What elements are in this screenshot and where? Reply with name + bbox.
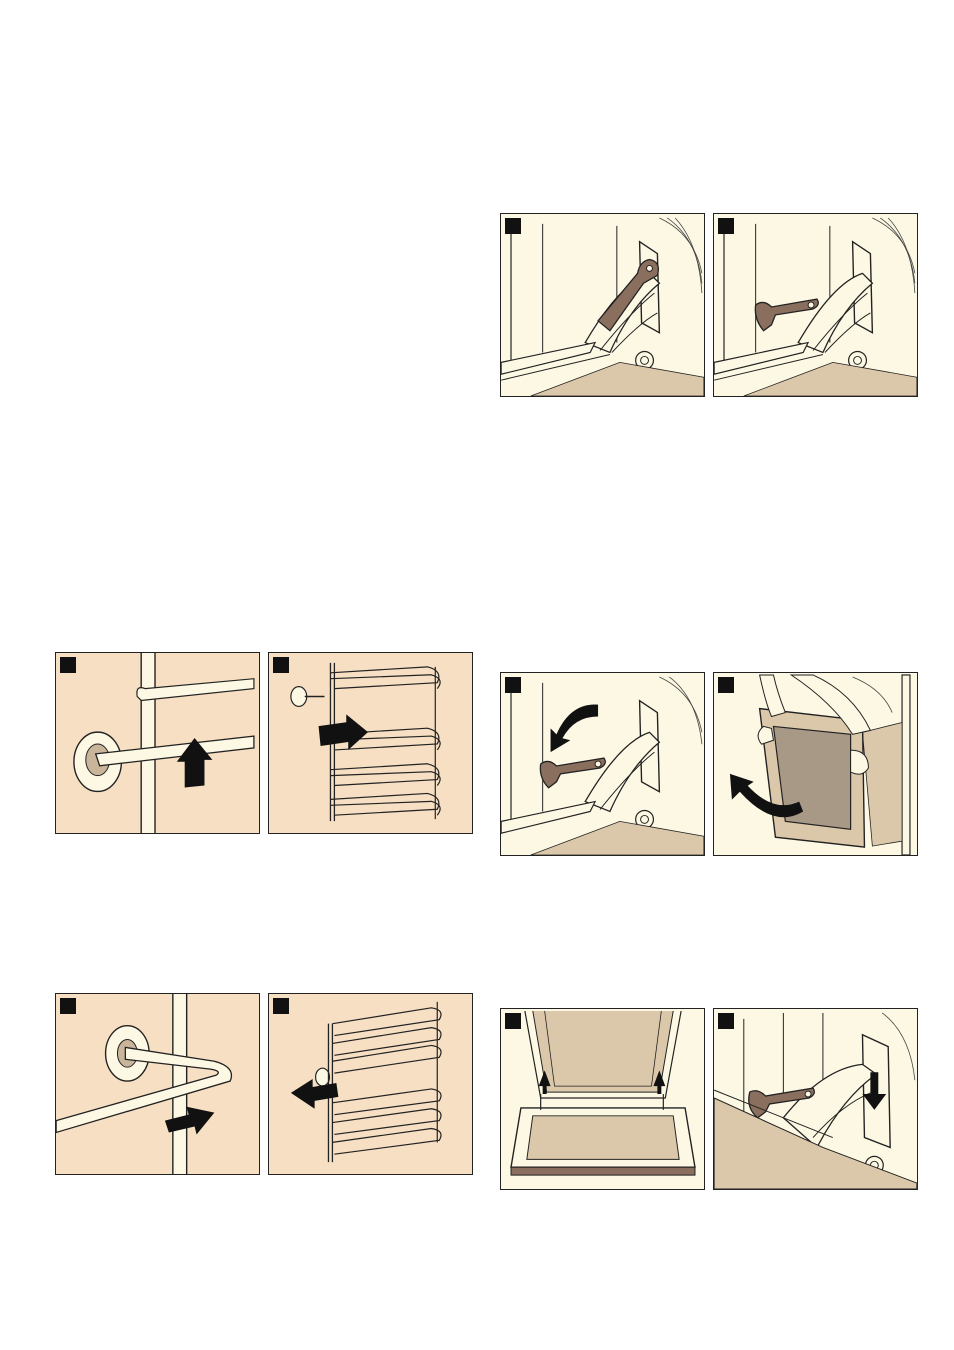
figure-hinge-lever-closed xyxy=(500,213,705,397)
left-arrow-icon xyxy=(291,1079,338,1109)
figure-marker xyxy=(273,998,289,1014)
figure-hinge-relock xyxy=(713,1008,918,1190)
figure-hinge-lever-open xyxy=(713,213,918,397)
figure-rack-hook-in xyxy=(55,993,260,1175)
figure-marker xyxy=(718,677,734,693)
rack-pull-out-illustration xyxy=(269,653,472,833)
figure-hinge-lever-fold-down xyxy=(500,672,705,856)
rack-hook-in-illustration xyxy=(56,994,259,1174)
hinge-relock-illustration xyxy=(714,1009,917,1189)
hinge-lever-open-illustration xyxy=(714,214,917,396)
door-reinsert-illustration xyxy=(501,1009,704,1189)
figure-rack-pull-out xyxy=(268,652,473,834)
hinge-lever-closed-illustration xyxy=(501,214,704,396)
figure-marker xyxy=(273,657,289,673)
rack-unhook-illustration xyxy=(56,653,259,833)
figure-rack-push-in xyxy=(268,993,473,1175)
rack-push-in-illustration xyxy=(269,994,472,1174)
figure-marker xyxy=(718,218,734,234)
door-lift-out-illustration xyxy=(714,673,917,855)
figure-marker xyxy=(60,657,76,673)
right-arrow-icon xyxy=(319,714,368,750)
hinge-lever-fold-down-illustration xyxy=(501,673,704,855)
figure-marker xyxy=(505,1013,521,1029)
figure-marker xyxy=(60,998,76,1014)
figure-marker xyxy=(505,677,521,693)
figure-marker xyxy=(505,218,521,234)
figure-marker xyxy=(718,1013,734,1029)
figure-door-lift-out xyxy=(713,672,918,856)
rotate-arrow-icon xyxy=(551,705,598,753)
figure-rack-unhook xyxy=(55,652,260,834)
figure-door-reinsert xyxy=(500,1008,705,1190)
